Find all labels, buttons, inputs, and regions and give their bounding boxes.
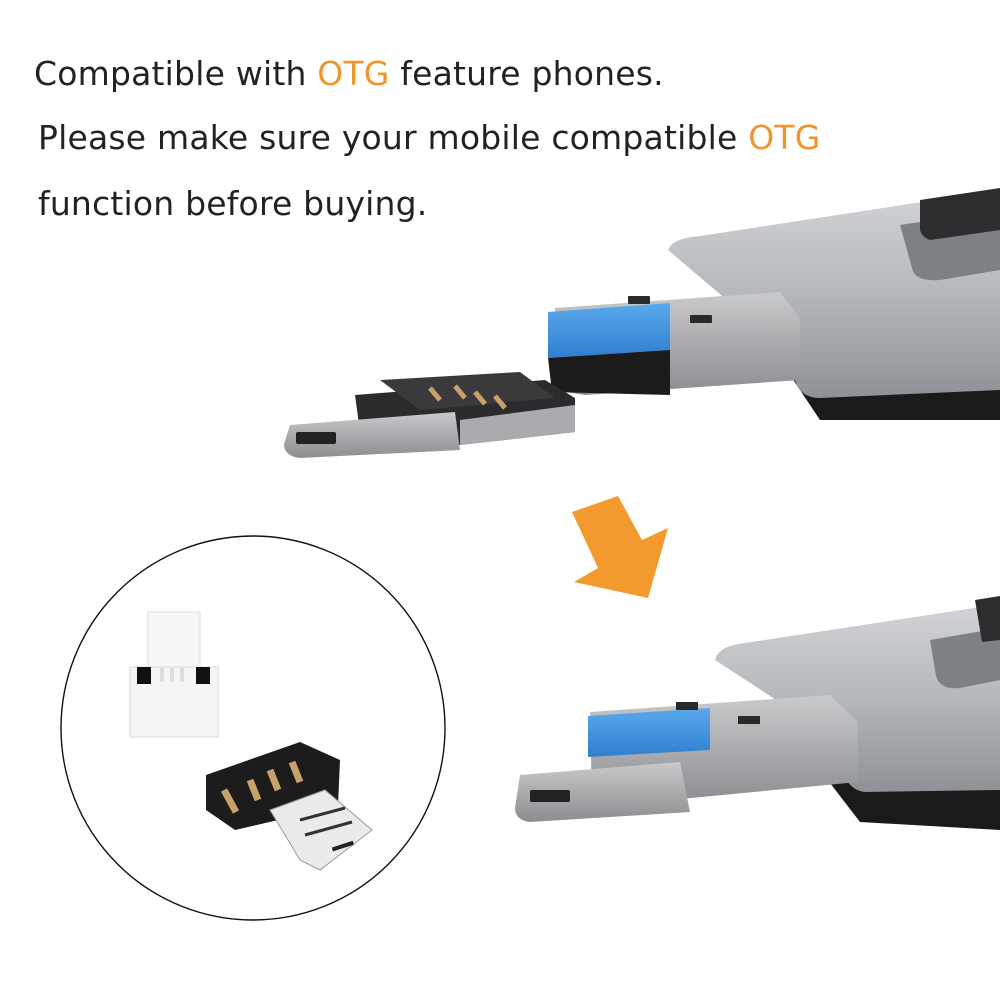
caption-line-1: Compatible with OTG feature phones. [34, 54, 664, 93]
micro-usb-otg-adapter-icon [284, 372, 575, 458]
caption-line-2: Please make sure your mobile compatible … [38, 118, 821, 157]
usb-drive-with-otg-icon [515, 596, 1000, 830]
arrow-down-right-icon [572, 496, 668, 598]
caption-text: feature phones. [389, 54, 664, 93]
usb-drive-icon [548, 188, 1000, 420]
caption-text: Please make sure your mobile compatible [38, 118, 749, 157]
white-otg-adapter-icon [129, 611, 219, 738]
black-otg-adapter-icon [206, 742, 373, 871]
caption-text: Compatible with [34, 54, 318, 93]
caption-text: function before buying. [38, 184, 428, 223]
adapter-closeup-inset [60, 535, 446, 921]
otg-highlight: OTG [317, 54, 390, 93]
otg-highlight: OTG [748, 118, 821, 157]
caption-line-3: function before buying. [38, 184, 428, 223]
